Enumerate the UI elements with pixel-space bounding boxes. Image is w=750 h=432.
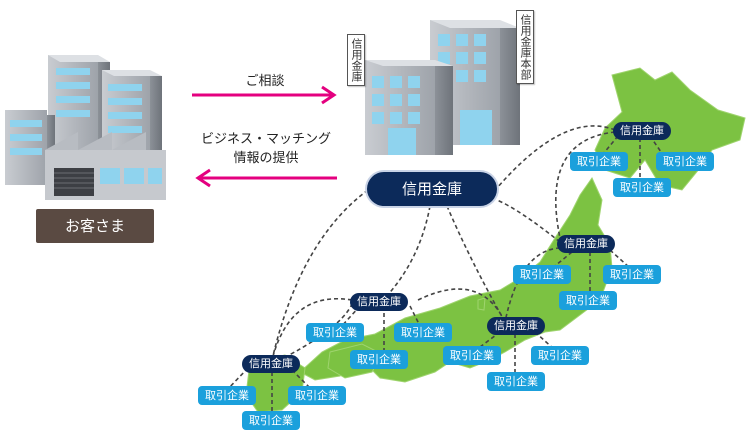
- client-company-badge: 取引企業: [531, 346, 589, 365]
- hq-sign: 信用金庫本部: [516, 10, 534, 84]
- client-company-badge: 取引企業: [656, 152, 714, 171]
- client-company-badge: 取引企業: [394, 323, 452, 342]
- client-company-badge: 取引企業: [350, 350, 408, 369]
- central-shinkin-hub: 信用金庫: [367, 172, 497, 206]
- client-company-badge: 取引企業: [613, 178, 671, 197]
- bank-building-icon: [365, 20, 520, 155]
- consult-label: ご相談: [245, 74, 285, 89]
- branch-badge: 信用金庫: [557, 235, 615, 253]
- matching-label-line1: ビジネス・マッチング: [200, 132, 331, 147]
- branch-badge: 信用金庫: [613, 122, 671, 140]
- client-company-badge: 取引企業: [443, 346, 501, 365]
- info-arrow: [195, 168, 337, 188]
- branch-badge: 信用金庫: [350, 293, 408, 311]
- bank-sign: 信用金庫: [347, 34, 365, 86]
- client-company-badge: 取引企業: [198, 386, 256, 405]
- client-company-badge: 取引企業: [513, 265, 571, 284]
- branch-badge: 信用金庫: [487, 317, 545, 335]
- client-company-badge: 取引企業: [306, 323, 364, 342]
- client-company-badge: 取引企業: [487, 372, 545, 391]
- factory-building-icon: [5, 55, 166, 200]
- client-company-badge: 取引企業: [603, 265, 661, 284]
- client-company-badge: 取引企業: [288, 386, 346, 405]
- client-company-badge: 取引企業: [570, 152, 628, 171]
- client-company-badge: 取引企業: [559, 291, 617, 310]
- matching-label-line2: 情報の提供: [233, 151, 299, 166]
- customer-label: お客さま: [36, 209, 154, 243]
- consult-arrow: [192, 85, 337, 105]
- client-company-badge: 取引企業: [242, 411, 300, 430]
- branch-badge: 信用金庫: [242, 355, 300, 373]
